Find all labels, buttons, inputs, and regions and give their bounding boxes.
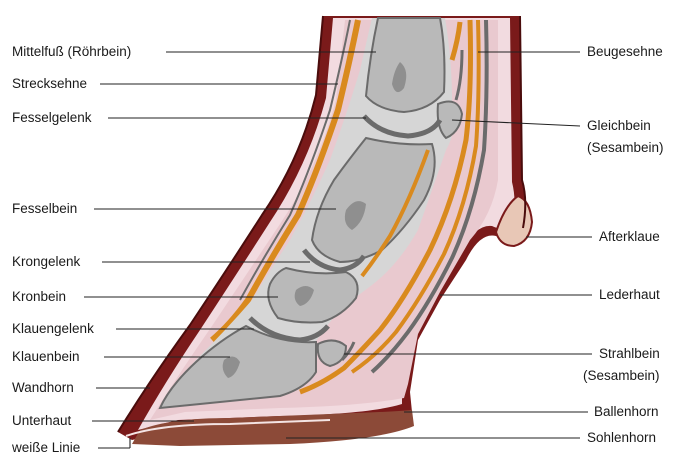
label-ballenhorn: Ballenhorn [594,404,659,419]
label-gleichbein-sub: (Sesambein) [587,140,664,155]
hoof-illustration [118,16,532,446]
label-klauengelenk: Klauengelenk [12,321,94,336]
label-strahlbein: Strahlbein [599,346,660,361]
cannon-bone [366,18,445,112]
label-unterhaut: Unterhaut [12,413,72,428]
label-afterklaue: Afterklaue [599,229,660,244]
label-krongelenk: Krongelenk [12,254,81,269]
label-lederhaut: Lederhaut [599,287,660,302]
label-fesselbein: Fesselbein [12,201,77,216]
label-wandhorn: Wandhorn [12,380,74,395]
label-kronbein: Kronbein [12,289,66,304]
label-sohlenhorn: Sohlenhorn [587,430,656,445]
label-strahlbein-sub: (Sesambein) [583,368,660,383]
label-weisse-linie: weiße Linie [11,440,80,455]
label-mittelfuss: Mittelfuß (Röhrbein) [12,44,131,59]
label-beugesehne: Beugesehne [587,44,663,59]
label-fesselgelenk: Fesselgelenk [12,110,92,125]
label-gleichbein: Gleichbein [587,118,651,133]
label-strecksehne: Strecksehne [12,76,87,91]
label-klauenbein: Klauenbein [12,349,80,364]
